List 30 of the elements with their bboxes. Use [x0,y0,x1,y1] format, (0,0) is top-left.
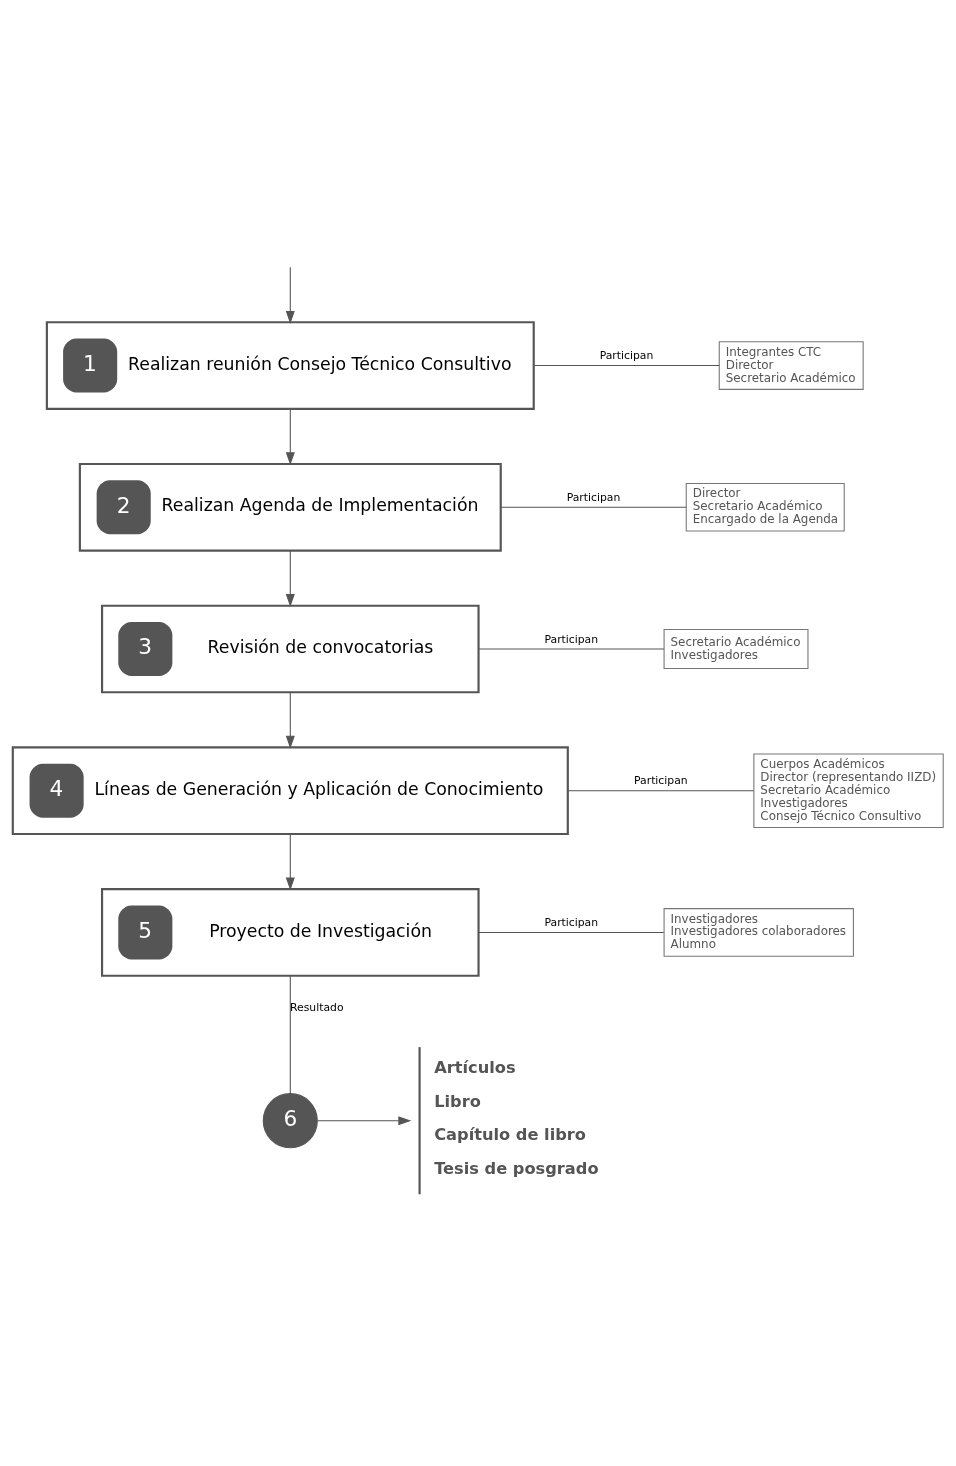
connector [478,648,665,650]
node-box: 3 Revisión de convocatorias [100,604,480,694]
arrow [317,1116,412,1126]
node-box: Integrantes CTC Director Secretario Académico [718,341,864,390]
connector [533,365,720,367]
edge-label: Resultado [290,1001,344,1015]
edge-label: Participan [566,490,621,504]
node-text: Artículos Libro Capítulo de libro Tesis de posgrado [434,1058,599,1178]
arrow [285,833,295,891]
edge-label: Participan [544,632,599,646]
edge-label: Participan [599,349,654,363]
node-box: 2 Realizan Agenda de Implementación [78,462,502,552]
node-box: Cuerpos Académicos Director (representando IIZD) Secretario Académico Investigadores Consejo Técnico Consultivo [753,753,944,829]
arrow [285,408,295,466]
arrow [285,266,295,324]
node-box: Investigadores Investigadores colaboradores Alumno [663,908,854,957]
connector [478,931,665,933]
edge-label: Participan [634,774,688,788]
node-box: Director Secretario Académico Encargado de la Agenda [685,482,845,532]
connector [500,506,687,508]
connector [567,790,755,792]
node-circle: 6 [262,1093,318,1149]
node-box: 5 Proyecto de Investigación [100,888,480,977]
arrow [285,691,295,749]
connector [289,975,291,1095]
node-box: 1 Realizan reunión Consejo Técnico Consultivo [45,321,535,410]
node-box: Secretario Académico Investigadores [663,629,809,669]
arrow [285,550,295,607]
edge-label: Participan [544,915,599,929]
node-box: 4 Líneas de Generación y Aplicación de Conocimiento [11,746,569,836]
